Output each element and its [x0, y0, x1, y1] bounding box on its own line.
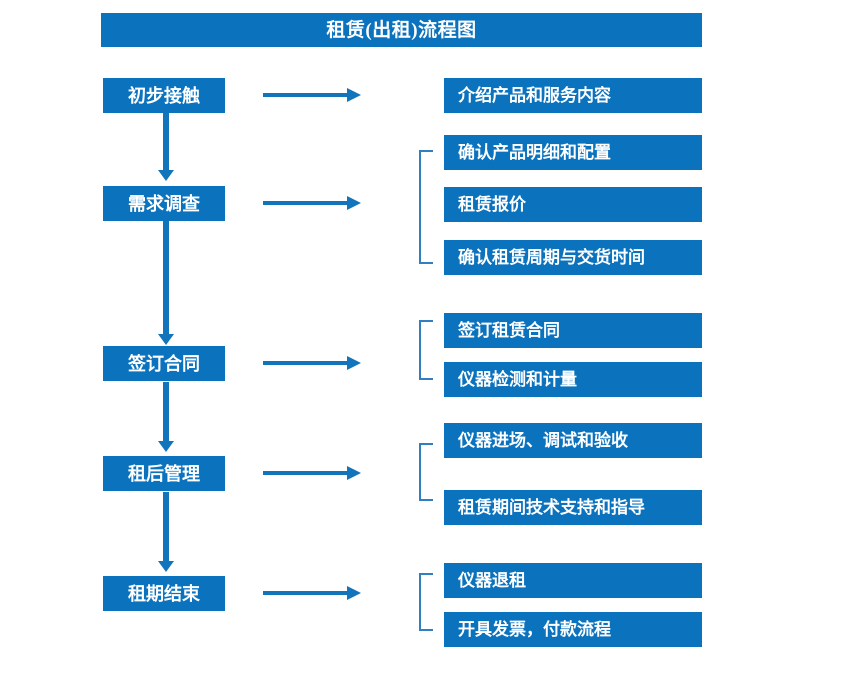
arrow-shaft — [263, 471, 349, 475]
arrow-head-icon — [347, 466, 361, 480]
detail-box-确认产品明细和配置[interactable]: 确认产品明细和配置 — [444, 135, 702, 170]
horizontal-arrow-stage2 — [263, 196, 361, 210]
arrow-head-icon — [158, 561, 174, 572]
detail-box-签订租赁合同[interactable]: 签订租赁合同 — [444, 313, 702, 348]
detail-box-确认租赁周期与交货时间[interactable]: 确认租赁周期与交货时间 — [444, 240, 702, 275]
group-bracket-需求调查 — [419, 150, 433, 264]
arrow-head-icon — [347, 196, 361, 210]
group-bracket-租后管理 — [419, 443, 433, 501]
arrow-head-icon — [347, 356, 361, 370]
stage-box-初步接触[interactable]: 初步接触 — [103, 78, 225, 113]
horizontal-arrow-stage5 — [263, 586, 361, 600]
group-bracket-签订合同 — [419, 320, 433, 380]
arrow-shaft — [263, 591, 349, 595]
stage-box-租期结束[interactable]: 租期结束 — [103, 576, 225, 611]
stage-box-签订合同[interactable]: 签订合同 — [103, 346, 225, 381]
detail-box-仪器检测和计量[interactable]: 仪器检测和计量 — [444, 362, 702, 397]
stage-box-租后管理[interactable]: 租后管理 — [103, 456, 225, 491]
detail-box-开具发票付款流程[interactable]: 开具发票，付款流程 — [444, 612, 702, 647]
vertical-arrow-stage4-to-stage5 — [158, 492, 174, 572]
arrow-shaft — [163, 113, 169, 170]
detail-box-仪器进场调试和验收[interactable]: 仪器进场、调试和验收 — [444, 423, 702, 458]
detail-box-租赁期间技术支持和指导[interactable]: 租赁期间技术支持和指导 — [444, 490, 702, 525]
arrow-head-icon — [347, 586, 361, 600]
diagram-title: 租赁(出租)流程图 — [101, 13, 702, 47]
group-bracket-租期结束 — [419, 573, 433, 631]
vertical-arrow-stage2-to-stage3 — [158, 221, 174, 345]
detail-box-介绍产品和服务内容[interactable]: 介绍产品和服务内容 — [444, 78, 702, 113]
arrow-shaft — [263, 93, 349, 97]
stage-box-需求调查[interactable]: 需求调查 — [103, 186, 225, 221]
horizontal-arrow-stage3 — [263, 356, 361, 370]
arrow-head-icon — [347, 88, 361, 102]
arrow-head-icon — [158, 441, 174, 452]
horizontal-arrow-stage4 — [263, 466, 361, 480]
vertical-arrow-stage1-to-stage2 — [158, 113, 174, 181]
detail-box-租赁报价[interactable]: 租赁报价 — [444, 187, 702, 222]
arrow-head-icon — [158, 334, 174, 345]
vertical-arrow-stage3-to-stage4 — [158, 382, 174, 452]
arrow-shaft — [163, 382, 169, 441]
arrow-shaft — [163, 221, 169, 334]
horizontal-arrow-stage1 — [263, 88, 361, 102]
detail-box-仪器退租[interactable]: 仪器退租 — [444, 563, 702, 598]
arrow-head-icon — [158, 170, 174, 181]
arrow-shaft — [163, 492, 169, 561]
arrow-shaft — [263, 361, 349, 365]
arrow-shaft — [263, 201, 349, 205]
